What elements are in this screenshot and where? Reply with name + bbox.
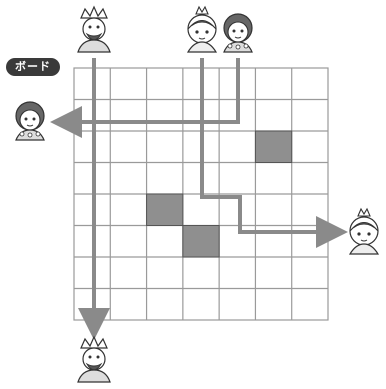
tiara-icon — [358, 209, 370, 216]
shaded-cell — [147, 194, 183, 226]
crown-icon — [81, 337, 107, 348]
princess-piece-right — [350, 209, 378, 254]
shaded-cell — [183, 226, 219, 258]
crown-icon — [81, 7, 107, 18]
princess-piece-top — [188, 7, 216, 52]
lady-piece-left — [16, 102, 44, 140]
board-label-badge: ボード — [6, 58, 60, 76]
lady-piece-top — [224, 14, 252, 52]
shaded-cell — [255, 131, 291, 163]
king-piece-top — [78, 7, 110, 52]
king-piece-bottom — [78, 337, 110, 382]
tiara-icon — [196, 7, 208, 14]
